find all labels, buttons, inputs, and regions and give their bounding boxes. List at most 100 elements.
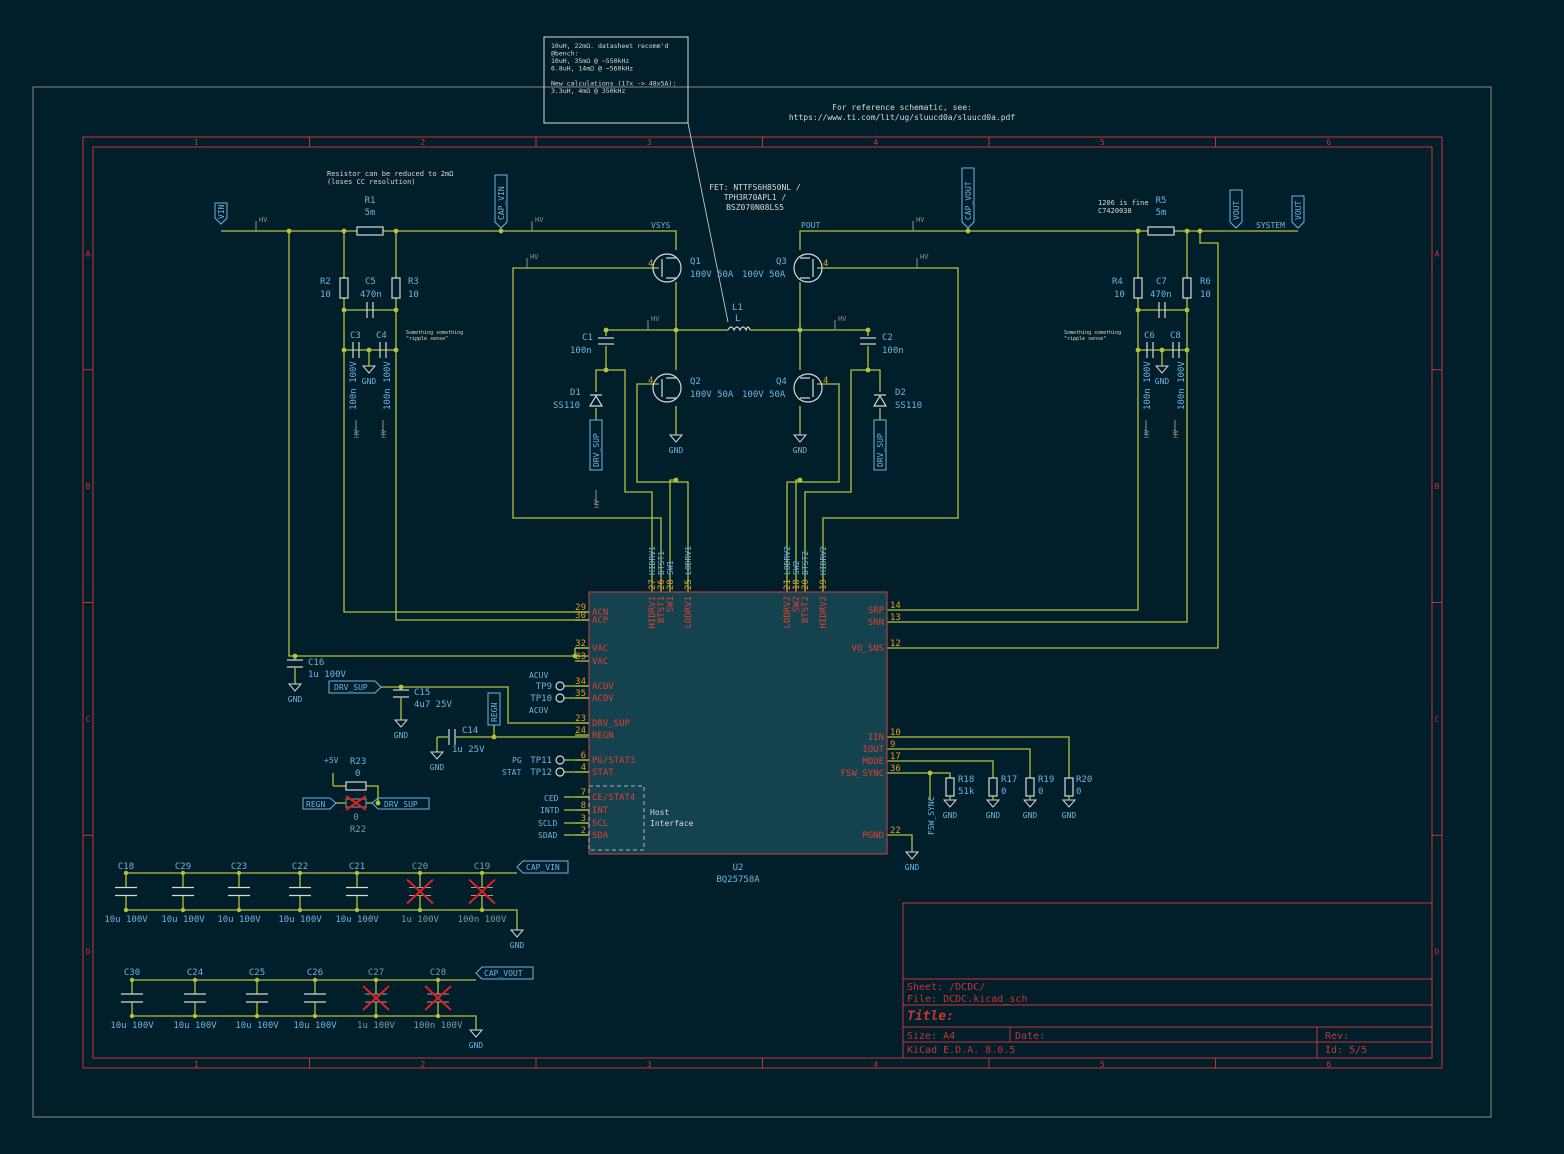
diode-d1[interactable]: D1 SS110 xyxy=(553,388,604,411)
capacitor-c14[interactable]: C14 1u 25V xyxy=(448,726,485,755)
capacitor-c15[interactable]: C15 4u7 25V xyxy=(393,688,453,710)
mosfet-q1[interactable]: 4 Q1 100V 50A xyxy=(648,253,734,283)
svg-text:100n 100V: 100n 100V xyxy=(458,915,507,925)
svg-text:GND: GND xyxy=(793,446,808,455)
capacitor-c7[interactable]: C7 470n xyxy=(1150,277,1172,318)
svg-text:GND: GND xyxy=(469,1041,484,1050)
resistor-r1[interactable]: R1 5m xyxy=(356,196,384,236)
svg-text:Something something: Something something xyxy=(406,330,463,336)
inductor-note-line: New calculations (17x -> 48x5A): xyxy=(551,80,676,88)
u2-pin-number: 4 xyxy=(581,763,586,773)
capacitor-c3[interactable]: C3 100n 100V xyxy=(349,331,361,410)
u2-pin-number: 13 xyxy=(890,613,901,623)
resistor-r23[interactable]: R23 0 xyxy=(345,757,367,791)
svg-text:10u 100V: 10u 100V xyxy=(104,915,148,925)
resistor-r20[interactable]: R20 0 xyxy=(1064,775,1092,797)
inductor-l1[interactable]: L1 L xyxy=(727,303,751,332)
svg-text:CAP_VOUT: CAP_VOUT xyxy=(484,969,523,978)
resistor-r19[interactable]: R19 0 xyxy=(1025,775,1054,797)
resistor-r6[interactable]: R6 10 xyxy=(1182,277,1211,300)
tb-kicad: KiCad E.D.A. 8.0.5 xyxy=(907,1045,1015,1056)
resistor-r3[interactable]: R3 10 xyxy=(391,277,419,300)
gnd-symbol: GND xyxy=(669,434,683,455)
svg-text:R4: R4 xyxy=(1112,277,1123,287)
svg-text:L1: L1 xyxy=(732,303,743,313)
svg-text:10: 10 xyxy=(1114,290,1125,300)
sense-resistor-note: Resistor can be reduced to 2mΩ (loses CC… xyxy=(327,170,453,186)
capacitor-c8[interactable]: C8 100n 100V xyxy=(1170,331,1187,410)
resistor-r17[interactable]: R17 0 xyxy=(988,775,1017,797)
resistor-r4[interactable]: R4 10 xyxy=(1112,277,1143,300)
grid-row-label: C xyxy=(86,715,91,724)
resistor-r2[interactable]: R2 10 xyxy=(320,277,349,300)
svg-text:100V 50A: 100V 50A xyxy=(690,390,734,400)
diode-d2[interactable]: D2 SS110 xyxy=(872,388,922,411)
inductor-note-line: 3.3uH, 4mΩ @ 350kHz xyxy=(551,87,625,95)
capacitor-c4[interactable]: C4 100n 100V xyxy=(376,331,393,410)
glabel-cap-vout: CAP_VOUT xyxy=(961,167,975,229)
capacitor-c16[interactable]: C16 1u 100V xyxy=(287,658,347,680)
test-points[interactable]: TP9 TP10 TP11 TP12 xyxy=(530,681,565,778)
svg-text:GND: GND xyxy=(1155,377,1170,386)
u2-pin-number: 33 xyxy=(575,652,586,662)
capacitor-c5[interactable]: C5 470n xyxy=(360,277,382,318)
gnd-symbol: GND xyxy=(1155,365,1170,386)
mosfet-q2[interactable]: 4 Q2 100V 50A xyxy=(648,373,734,403)
svg-text:100n: 100n xyxy=(882,346,904,356)
glabel-cap-vout-bank: CAP_VOUT xyxy=(475,966,534,980)
resistor-r18[interactable]: R18 51k xyxy=(945,775,975,797)
svg-text:CAP_VOUT: CAP_VOUT xyxy=(964,181,973,220)
svg-text:GND: GND xyxy=(1023,811,1038,820)
svg-text:470n: 470n xyxy=(1150,290,1172,300)
svg-text:TP11: TP11 xyxy=(530,756,552,766)
u2-net-label: HIDRV2 xyxy=(819,546,828,575)
glabel-drv-sup-left: DRV_SUP xyxy=(589,419,603,471)
resistor-r22-dnp[interactable]: 0 R22 xyxy=(345,795,367,835)
tb-size: Size: A4 xyxy=(907,1031,955,1042)
resistor-r5[interactable]: R5 5m xyxy=(1147,196,1175,236)
svg-text:DRV_SUP: DRV_SUP xyxy=(876,433,885,467)
svg-text:10u 100V: 10u 100V xyxy=(110,1021,154,1031)
u2-pin-number: 7 xyxy=(581,788,586,798)
svg-text:C20: C20 xyxy=(412,862,428,872)
grid-col-label: 6 xyxy=(1326,138,1331,147)
svg-text:0: 0 xyxy=(1038,787,1043,797)
gnd-symbol: GND xyxy=(943,799,957,820)
u2-pin-number: 6 xyxy=(581,751,586,761)
grid-col-label: 1 xyxy=(194,138,199,147)
u2-pin-name: LODRV1 xyxy=(684,596,694,629)
svg-text:VOUT: VOUT xyxy=(1232,201,1241,220)
mosfet-q4[interactable]: 4 Q4 100V 50A xyxy=(742,373,828,403)
svg-text:HV: HV xyxy=(1172,429,1180,438)
svg-text:For reference schematic, see:: For reference schematic, see: xyxy=(832,103,972,112)
grid-row-label: A xyxy=(1435,249,1440,258)
mosfet-q3[interactable]: 4 Q3 100V 50A xyxy=(742,253,828,283)
grid-col-label: 6 xyxy=(1326,1060,1331,1069)
u2-pin-number: 9 xyxy=(890,740,895,750)
u2-pin-number: 34 xyxy=(575,677,586,687)
svg-text:D1: D1 xyxy=(570,388,581,398)
svg-text:C5: C5 xyxy=(365,277,376,287)
capacitor-c2[interactable]: C2 100n xyxy=(860,333,904,356)
u2-pin-name: LODRV2 xyxy=(783,596,793,629)
capacitor-c6[interactable]: C6 100n 100V xyxy=(1143,331,1155,410)
capacitor-c1[interactable]: C1 100n xyxy=(570,333,614,356)
svg-text:470n: 470n xyxy=(360,290,382,300)
